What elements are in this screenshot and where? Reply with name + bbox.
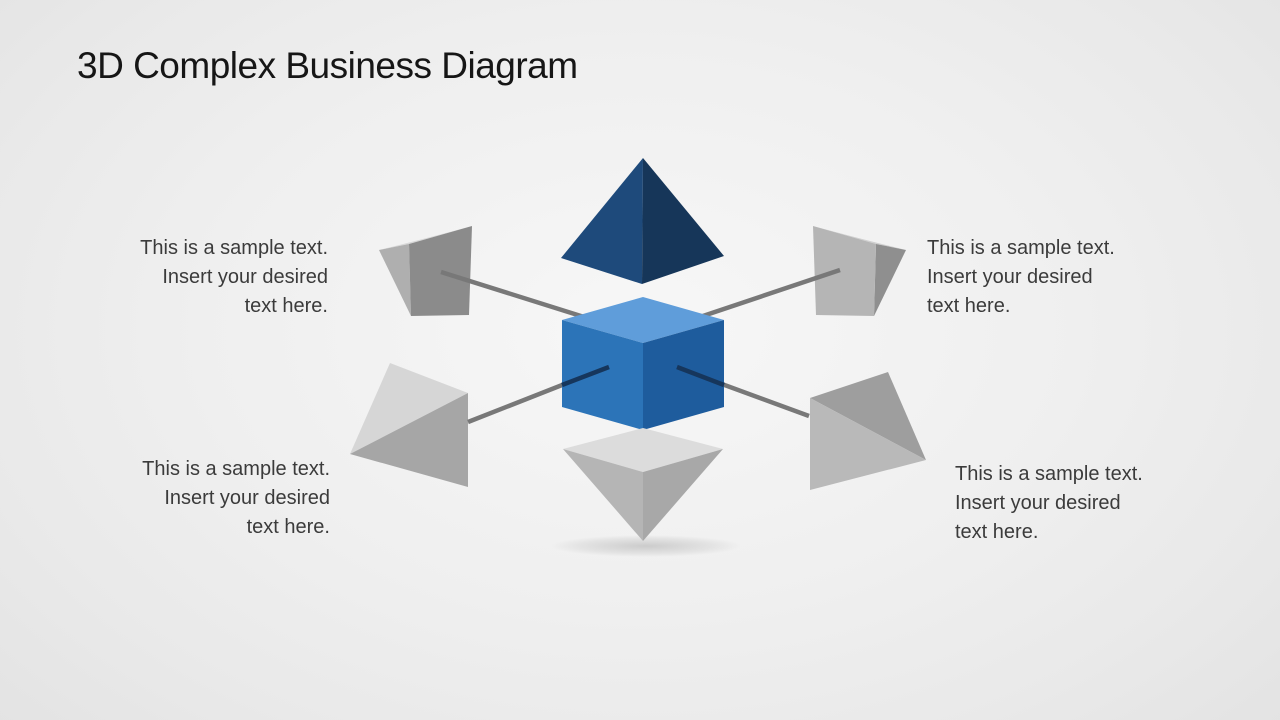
top-right-pyramid-base-face [813, 226, 876, 316]
text-line: This is a sample text. [955, 463, 1143, 485]
connector-line-top-right [684, 267, 841, 325]
bottom-pyramid [563, 428, 723, 541]
bottom-pyramid-shadow [551, 535, 741, 557]
connector-line-top-left [440, 269, 601, 325]
top-left-pyramid-base-face [409, 226, 472, 316]
bottom-right-pyramid-front-face [810, 398, 926, 490]
text-block-top-right: This is a sample text. Insert your desir… [927, 234, 1172, 321]
text-line: text here. [955, 521, 1039, 543]
connector-segment-navy-left [561, 364, 610, 388]
text-line: Insert your desired [162, 266, 328, 288]
bottom-left-pyramid-front-face [350, 393, 468, 487]
text-line: Insert your desired [164, 487, 330, 509]
top-left-pyramid [379, 226, 472, 316]
text-line: Insert your desired [927, 266, 1093, 288]
top-left-pyramid-side-face [379, 244, 411, 316]
bottom-pyramid-top-face [563, 428, 723, 472]
text-line: text here. [927, 295, 1011, 317]
bottom-right-pyramid [810, 372, 926, 490]
cube-left-face [562, 320, 643, 430]
bottom-left-pyramid-top-face [350, 363, 468, 454]
connector-segment-navy-right [676, 364, 725, 388]
center-cube [562, 297, 724, 430]
top-right-pyramid [813, 226, 906, 316]
text-line: text here. [244, 295, 328, 317]
text-line: text here. [246, 516, 330, 538]
bottom-left-pyramid [350, 363, 468, 487]
cube-right-face [643, 320, 724, 430]
text-line: This is a sample text. [140, 237, 328, 259]
text-line: This is a sample text. [142, 458, 330, 480]
text-block-bottom-left: This is a sample text. Insert your desir… [93, 455, 330, 542]
text-line: Insert your desired [955, 492, 1121, 514]
text-line: This is a sample text. [927, 237, 1115, 259]
top-right-pyramid-side-face [874, 244, 906, 316]
bottom-pyramid-right-face [643, 449, 723, 541]
top-pyramid-right-face [642, 158, 724, 284]
slide-title: 3D Complex Business Diagram [77, 45, 578, 86]
bottom-right-pyramid-top-face [810, 372, 926, 460]
top-pyramid [561, 158, 724, 284]
bottom-pyramid-left-face [563, 449, 643, 541]
text-block-bottom-right: This is a sample text. Insert your desir… [955, 460, 1200, 547]
top-pyramid-left-face [561, 158, 643, 284]
text-block-top-left: This is a sample text. Insert your desir… [93, 234, 328, 321]
